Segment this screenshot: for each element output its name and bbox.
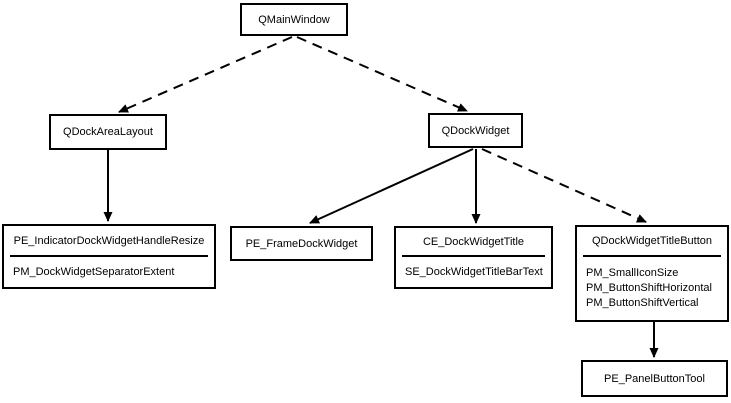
- edge-qmainwindow-qdockwidget: [296, 36, 468, 112]
- node-frame-dock-widget-label: PE_FrameDockWidget: [245, 237, 358, 250]
- node-qdockarealayout-label: QDockAreaLayout: [63, 126, 153, 138]
- attr-pm-smalliconsize: PM_SmallIconSize: [586, 267, 679, 279]
- node-panel-button-tool: PE_PanelButtonTool: [581, 360, 728, 397]
- node-qmainwindow-label: QMainWindow: [258, 13, 330, 26]
- node-indicator-dock-handle-attrs: PM_DockWidgetSeparatorExtent: [4, 257, 214, 287]
- edge-qdockwidget-dock-title-button: [481, 148, 647, 223]
- attr-pm-buttonshifthorizontal: PM_ButtonShiftHorizontal: [586, 282, 712, 294]
- node-dock-widget-title-attrs: SE_DockWidgetTitleBarText: [396, 257, 551, 287]
- node-indicator-dock-handle: PE_IndicatorDockWidgetHandleResize PM_Do…: [2, 224, 216, 289]
- node-qmainwindow: QMainWindow: [240, 3, 348, 36]
- node-panel-button-tool-label: PE_PanelButtonTool: [604, 372, 705, 385]
- node-qdockarealayout: QDockAreaLayout: [49, 114, 167, 150]
- attr-pm-dockwidgetseparatorextent: PM_DockWidgetSeparatorExtent: [13, 265, 175, 278]
- node-frame-dock-widget: PE_FrameDockWidget: [230, 226, 373, 261]
- node-qdockwidget-label: QDockWidget: [441, 124, 510, 137]
- attr-se-dockwidgettitlebartext: SE_DockWidgetTitleBarText: [405, 265, 543, 278]
- node-qdockwidget: QDockWidget: [428, 113, 523, 148]
- compartment-separator: [402, 255, 545, 257]
- node-indicator-dock-handle-label: PE_IndicatorDockWidgetHandleResize: [13, 234, 205, 247]
- node-dock-widget-title-label: CE_DockWidgetTitle: [422, 235, 525, 248]
- node-dock-title-button-attrs: PM_SmallIconSize PM_ButtonShiftHorizonta…: [577, 257, 727, 320]
- compartment-separator: [10, 255, 208, 257]
- compartment-separator: [583, 255, 721, 257]
- attr-pm-buttonshiftvertical: PM_ButtonShiftVertical: [586, 297, 699, 309]
- node-dock-title-button: QDockWidgetTitleButton PM_SmallIconSize …: [575, 225, 729, 322]
- node-dock-widget-title: CE_DockWidgetTitle SE_DockWidgetTitleBar…: [394, 226, 553, 289]
- edge-qdockwidget-frame-dock-widget: [309, 148, 474, 224]
- node-dock-title-button-label: QDockWidgetTitleButton: [591, 235, 713, 247]
- edge-qmainwindow-qdockarealayout: [118, 36, 293, 113]
